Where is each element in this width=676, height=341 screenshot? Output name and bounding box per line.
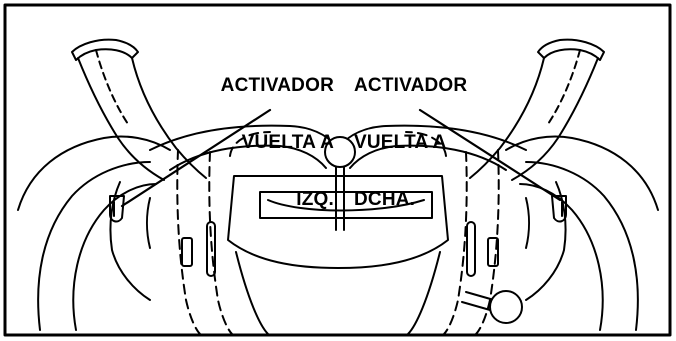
- callout-left-line-3: IZQ.: [296, 189, 334, 210]
- right-fender: [505, 135, 659, 331]
- callout-left-turn-activator: ACTIVADOR VUELTA A IZQ.: [196, 38, 334, 228]
- callout-right-line-2: VUELTA A: [354, 132, 447, 153]
- callout-left-line-1: ACTIVADOR: [220, 75, 334, 96]
- leader-line-right: [418, 108, 562, 202]
- leader-line-left: [120, 108, 272, 208]
- callout-right-line-1: ACTIVADOR: [354, 75, 468, 96]
- lower-right-lever: [461, 290, 523, 324]
- center-console: [149, 124, 527, 335]
- left-fender: [17, 135, 171, 331]
- callout-right-line-3: DCHA.: [354, 189, 416, 210]
- callout-right-turn-activator: ACTIVADOR VUELTA A DCHA.: [354, 38, 494, 228]
- left-handle-grip: [71, 38, 207, 181]
- border: [3, 3, 672, 337]
- right-handle-grip: [469, 38, 605, 181]
- callout-left-line-2: VUELTA A: [241, 132, 334, 153]
- center-lever: [324, 136, 356, 231]
